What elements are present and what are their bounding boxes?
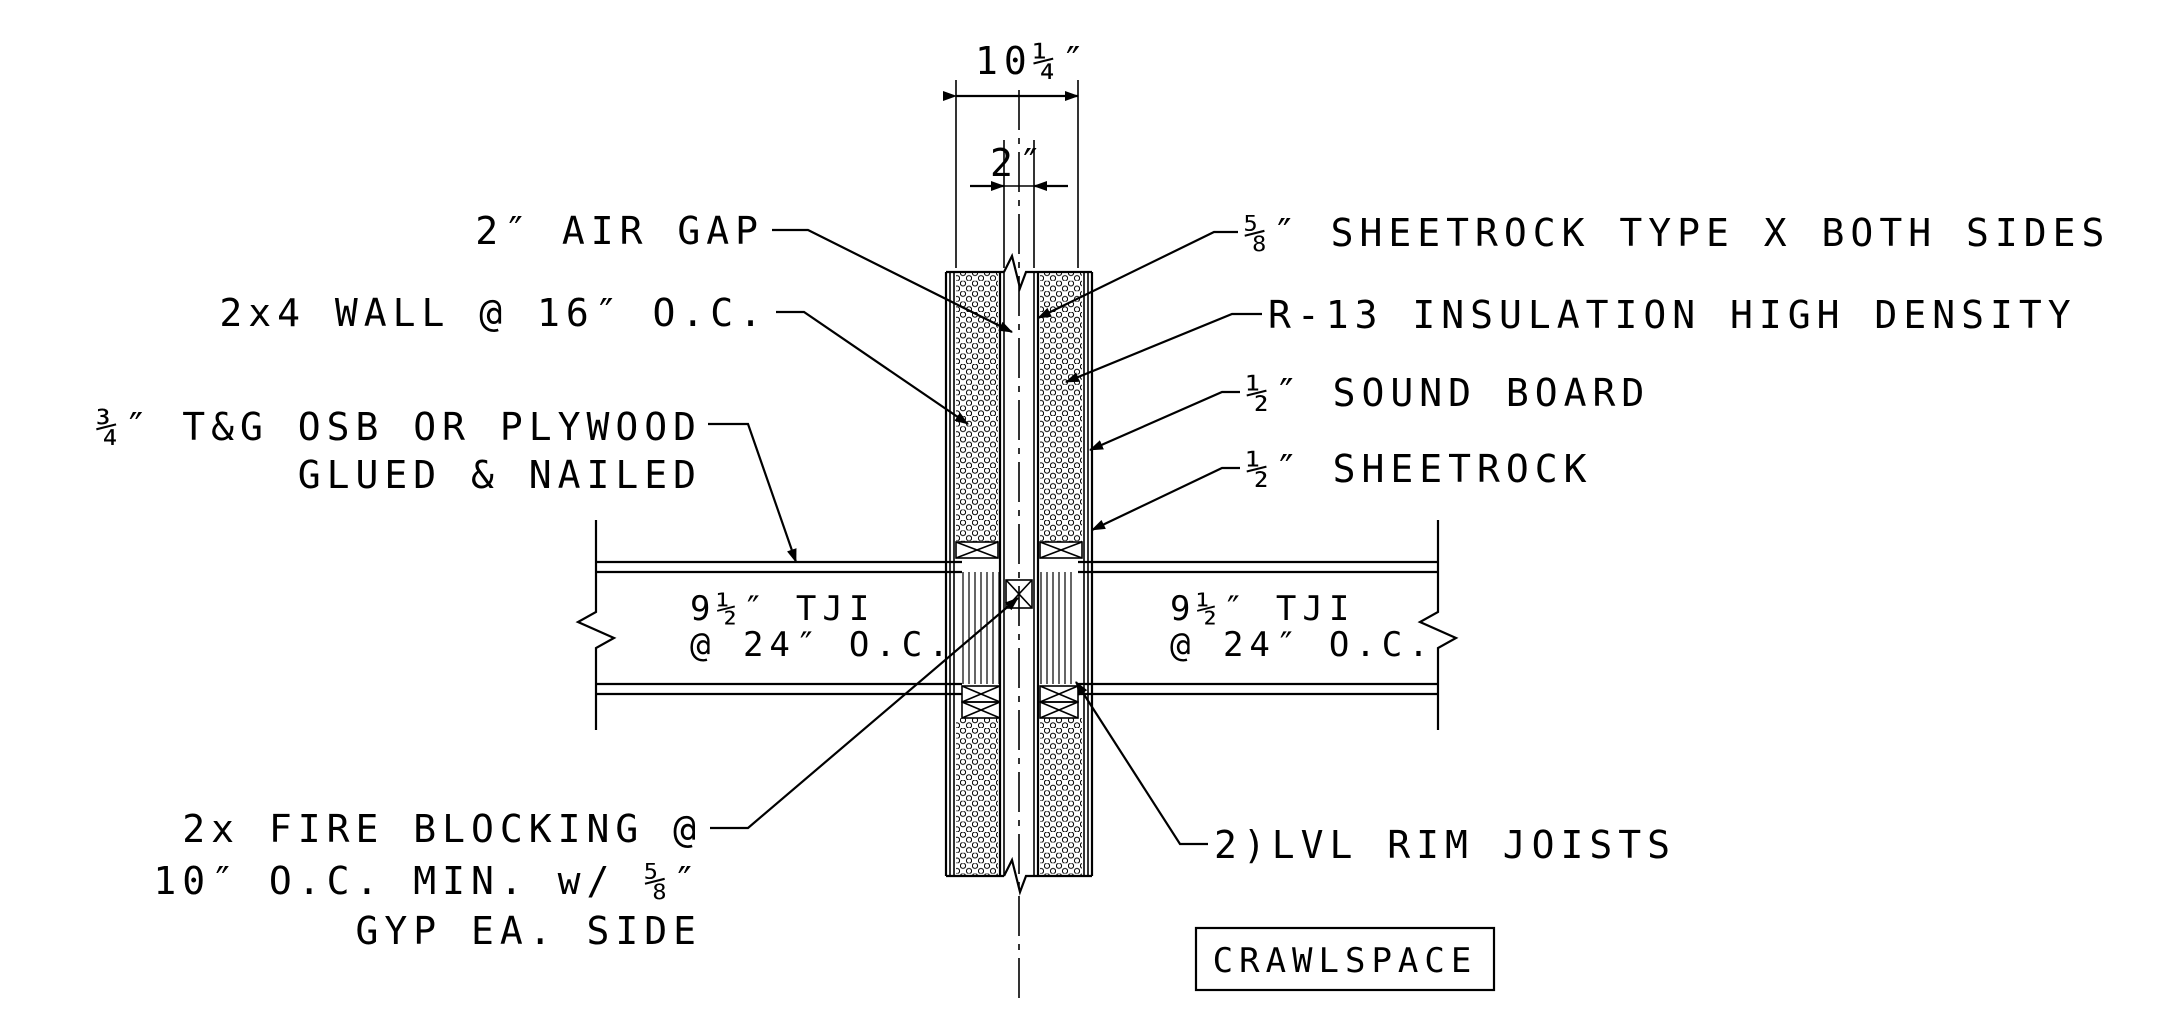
label-joist-right-line2: @ 24″ O.C. bbox=[1170, 625, 1435, 665]
label-air-gap: 2″ AIR GAP bbox=[475, 209, 764, 253]
label-joist-left-line1: 9½″ TJI bbox=[690, 589, 875, 629]
leaders bbox=[708, 228, 1262, 846]
label-joist-left-line2: @ 24″ O.C. bbox=[690, 625, 955, 665]
dimension-gap bbox=[970, 140, 1068, 268]
dimension-gap-label: 2″ bbox=[990, 141, 1048, 185]
insulation-right-lower bbox=[1040, 718, 1082, 876]
insulation-left-lower bbox=[956, 718, 998, 876]
label-subfloor-line1: ¾″ T&G OSB OR PLYWOOD bbox=[96, 405, 702, 449]
insulation-right-upper bbox=[1040, 272, 1082, 542]
label-sheetrock: ½″ SHEETROCK bbox=[1246, 447, 1593, 491]
dimension-overall bbox=[943, 80, 1079, 268]
wall-assembly bbox=[944, 90, 1094, 1005]
rim-joist-right bbox=[1040, 572, 1076, 684]
label-joist-right-line1: 9½″ TJI bbox=[1170, 589, 1355, 629]
label-wall: 2x4 WALL @ 16″ O.C. bbox=[219, 291, 768, 335]
crawlspace-tag-box bbox=[1194, 926, 1496, 992]
label-fireblock-line3: GYP EA. SIDE bbox=[355, 909, 702, 953]
label-subfloor-line2: GLUED & NAILED bbox=[298, 453, 702, 497]
crawlspace-tag-label: CRAWLSPACE bbox=[1213, 941, 1478, 981]
label-sound-board: ½″ SOUND BOARD bbox=[1246, 371, 1650, 415]
label-sheetrock-type-x: ⅝″ SHEETROCK TYPE X BOTH SIDES bbox=[1244, 211, 2110, 255]
label-fireblock-line2: 10″ O.C. MIN. w/ ⅝″ bbox=[153, 859, 702, 903]
label-insulation: R-13 INSULATION HIGH DENSITY bbox=[1268, 293, 2077, 337]
floor-assembly bbox=[575, 520, 1459, 730]
rim-joist-left bbox=[962, 572, 1000, 684]
dimension-overall-label: 10¼″ bbox=[975, 39, 1091, 83]
label-fireblock-line1: 2x FIRE BLOCKING @ bbox=[182, 807, 702, 851]
label-rim-joists: 2)LVL RIM JOISTS bbox=[1214, 823, 1676, 867]
insulation-left-upper bbox=[956, 272, 998, 542]
